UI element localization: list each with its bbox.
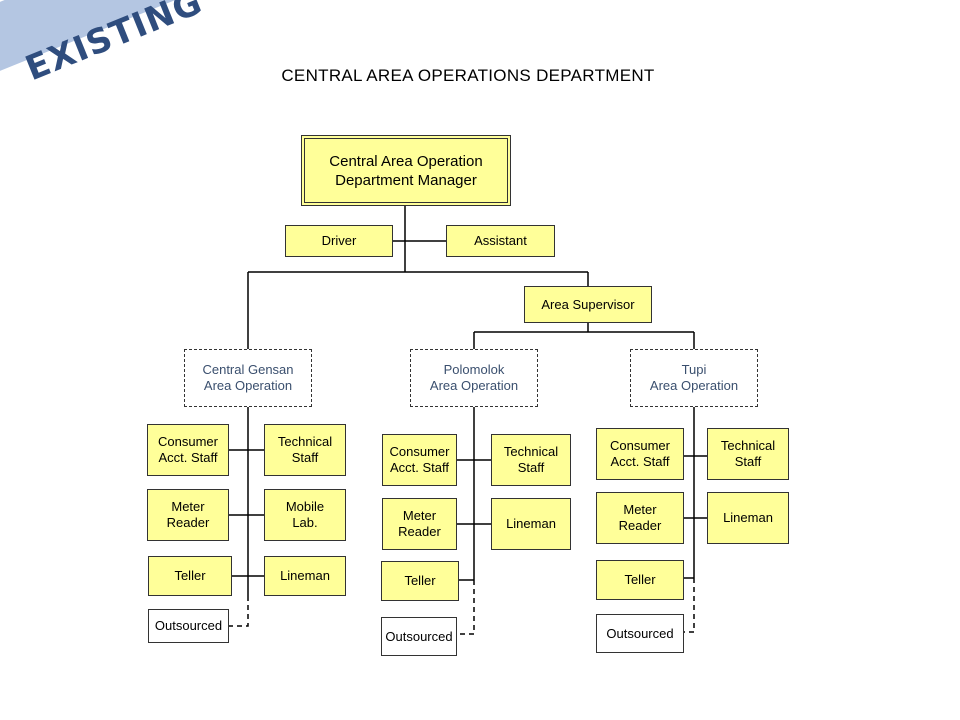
- polomolok-lineman-box: Lineman: [491, 498, 571, 550]
- tupi-area-box: Tupi Area Operation: [630, 349, 758, 407]
- polomolok-outsourced-label: Outsourced: [385, 628, 453, 644]
- polomolok-lineman-label: Lineman: [506, 516, 556, 531]
- assistant-label: Assistant: [474, 233, 527, 248]
- gensan-technical-label: Technical Staff: [277, 434, 333, 465]
- manager-box: Central Area Operation Department Manage…: [301, 135, 511, 206]
- tupi-lineman-label: Lineman: [723, 510, 773, 525]
- gensan-teller-label: Teller: [174, 568, 206, 583]
- polomolok-area-label: Polomolok Area Operation: [429, 362, 519, 393]
- gensan-technical-box: Technical Staff: [264, 424, 346, 476]
- gensan-consumer-label: Consumer Acct. Staff: [158, 434, 218, 465]
- tupi-outsourced-label: Outsourced: [606, 625, 674, 641]
- gensan-mobile-box: Mobile Lab.: [264, 489, 346, 541]
- gensan-teller-box: Teller: [148, 556, 232, 596]
- area-supervisor-label: Area Supervisor: [541, 296, 635, 312]
- polomolok-outsourced-box: Outsourced: [381, 617, 457, 656]
- area-supervisor-box: Area Supervisor: [524, 286, 652, 323]
- polomolok-consumer-box: Consumer Acct. Staff: [382, 434, 457, 486]
- tupi-teller-box: Teller: [596, 560, 684, 600]
- polomolok-technical-box: Technical Staff: [491, 434, 571, 486]
- polomolok-teller-label: Teller: [404, 573, 436, 588]
- polomolok-outsourced-dashed-line: [457, 580, 475, 635]
- tupi-lineman-box: Lineman: [707, 492, 789, 544]
- gensan-lineman-box: Lineman: [264, 556, 346, 596]
- tupi-outsourced-box: Outsourced: [596, 614, 684, 653]
- tupi-technical-box: Technical Staff: [707, 428, 789, 480]
- tupi-consumer-label: Consumer Acct. Staff: [610, 438, 670, 469]
- polomolok-consumer-label: Consumer Acct. Staff: [389, 444, 450, 475]
- gensan-area-label: Central Gensan Area Operation: [202, 362, 294, 393]
- driver-label: Driver: [321, 233, 357, 248]
- tupi-meter-label: Meter Reader: [618, 502, 662, 533]
- polomolok-area-box: Polomolok Area Operation: [410, 349, 538, 407]
- gensan-outsourced-dashed-line: [229, 596, 249, 627]
- tupi-consumer-box: Consumer Acct. Staff: [596, 428, 684, 480]
- gensan-lineman-label: Lineman: [280, 568, 330, 583]
- assistant-box: Assistant: [446, 225, 555, 257]
- gensan-area-box: Central Gensan Area Operation: [184, 349, 312, 407]
- gensan-outsourced-box: Outsourced: [148, 609, 229, 643]
- gensan-outsourced-label: Outsourced: [154, 618, 223, 633]
- polomolok-technical-label: Technical Staff: [503, 444, 559, 475]
- polomolok-teller-box: Teller: [381, 561, 459, 601]
- tupi-outsourced-dashed-line: [684, 578, 695, 633]
- tupi-teller-label: Teller: [624, 572, 656, 587]
- gensan-mobile-label: Mobile Lab.: [285, 499, 325, 530]
- gensan-meter-box: Meter Reader: [147, 489, 229, 541]
- tupi-technical-label: Technical Staff: [720, 438, 776, 469]
- tupi-meter-box: Meter Reader: [596, 492, 684, 544]
- manager-label: Central Area Operation Department Manage…: [329, 152, 483, 189]
- driver-box: Driver: [285, 225, 393, 257]
- tupi-area-label: Tupi Area Operation: [649, 362, 739, 393]
- chart-title: CENTRAL AREA OPERATIONS DEPARTMENT: [281, 66, 655, 85]
- gensan-meter-label: Meter Reader: [166, 499, 210, 530]
- polomolok-meter-label: Meter Reader: [398, 508, 441, 539]
- polomolok-meter-box: Meter Reader: [382, 498, 457, 550]
- gensan-consumer-box: Consumer Acct. Staff: [147, 424, 229, 476]
